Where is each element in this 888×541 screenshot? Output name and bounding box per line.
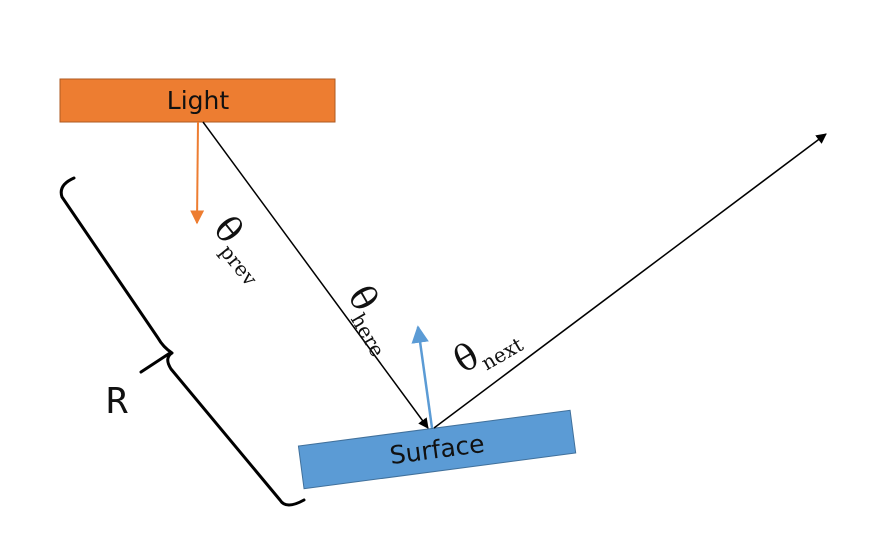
theta-here-label: θ here xyxy=(339,279,390,361)
theta-prev-label: θ prev xyxy=(205,209,263,291)
theta-next-label: θ next xyxy=(447,332,527,381)
distance-label: R xyxy=(106,381,128,422)
light-source: Light xyxy=(59,78,336,123)
svg-text:next: next xyxy=(477,332,527,375)
light-label: Light xyxy=(167,86,230,115)
light-box xyxy=(59,78,336,123)
surface: Surface xyxy=(297,409,577,490)
svg-text:here: here xyxy=(346,309,390,361)
outgoing-ray-arrow xyxy=(433,133,827,429)
distance-brace xyxy=(59,176,306,507)
incoming-ray-arrow xyxy=(202,121,429,429)
surface-normal-arrow xyxy=(411,325,434,429)
light-direction-arrow xyxy=(190,121,205,225)
